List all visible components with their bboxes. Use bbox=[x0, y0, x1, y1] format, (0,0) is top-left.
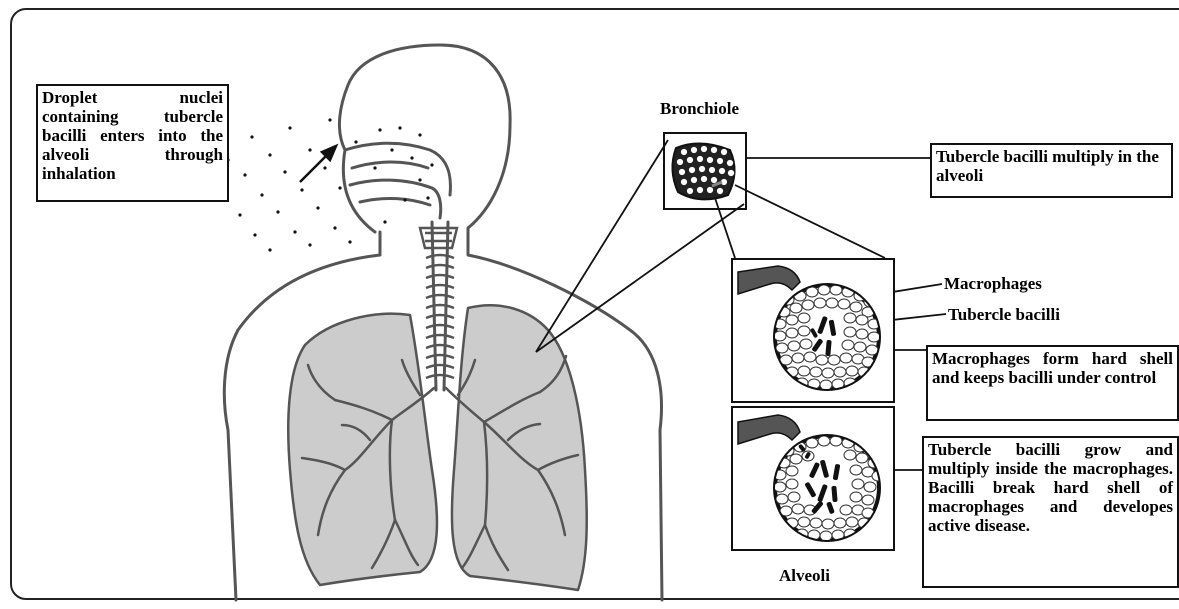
tubercle-bacilli-label: Tubercle bacilli bbox=[948, 305, 1060, 325]
hard-shell-text: Macrophages form hard shell and keeps ba… bbox=[932, 349, 1173, 387]
alveoli-label: Alveoli bbox=[779, 566, 830, 586]
alveolus-panel-lower bbox=[732, 407, 894, 550]
bacilli-multiply-textbox: Tubercle bacilli multiply in the alveoli bbox=[930, 143, 1173, 198]
hard-shell-textbox: Macrophages form hard shell and keeps ba… bbox=[926, 345, 1179, 421]
larynx bbox=[420, 228, 457, 248]
inhalation-arrow bbox=[300, 146, 336, 182]
trachea bbox=[426, 255, 454, 378]
bronchiole-label: Bronchiole bbox=[660, 99, 739, 119]
macrophages-label: Macrophages bbox=[944, 274, 1042, 294]
active-disease-textbox: Tubercle bacilli grow and multiply insid… bbox=[922, 436, 1179, 588]
active-disease-text: Tubercle bacilli grow and multiply insid… bbox=[928, 440, 1173, 535]
droplet-nuclei-text: Droplet nuclei containing tubercle bacil… bbox=[42, 88, 223, 183]
bronchiole-cluster bbox=[664, 133, 746, 209]
droplet-nuclei-dots bbox=[226, 118, 433, 251]
droplet-nuclei-textbox: Droplet nuclei containing tubercle bacil… bbox=[36, 84, 229, 202]
alveolus-panel-upper bbox=[732, 259, 894, 402]
bacilli-multiply-text: Tubercle bacilli multiply in the alveoli bbox=[936, 147, 1159, 185]
